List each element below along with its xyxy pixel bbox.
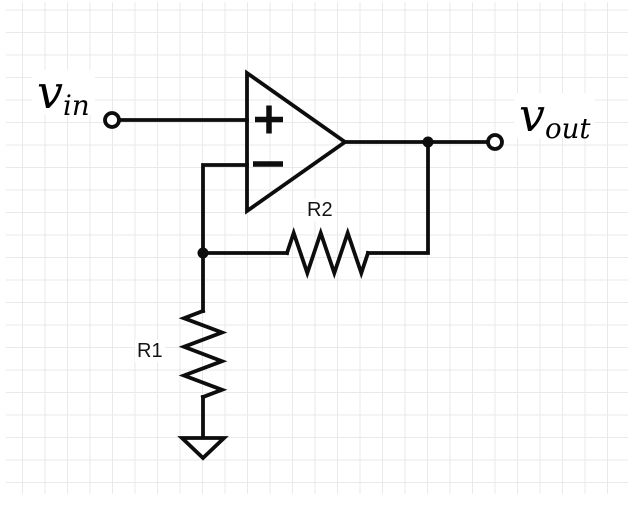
ground-icon (177, 436, 229, 461)
feedback-wire-right (366, 140, 430, 255)
junction-dot-output (422, 136, 434, 148)
vout-label: vout (514, 92, 596, 142)
inverting-input-wire (201, 163, 249, 255)
vin-label: vin (32, 69, 95, 119)
junction-dot-feedback (197, 247, 209, 259)
vout-base: v (519, 88, 545, 142)
vout-subscript: out (545, 112, 591, 145)
vin-subscript: in (63, 89, 90, 122)
plus-icon (255, 105, 283, 134)
r1-label: R1 (135, 340, 165, 362)
input-terminal (103, 111, 121, 129)
vin-base: v (37, 65, 63, 119)
resistor-r2 (284, 227, 371, 279)
resistor-r1 (178, 308, 228, 400)
output-terminal (486, 133, 504, 151)
r2-label: R2 (305, 199, 335, 221)
opamp-symbol (245, 69, 349, 215)
